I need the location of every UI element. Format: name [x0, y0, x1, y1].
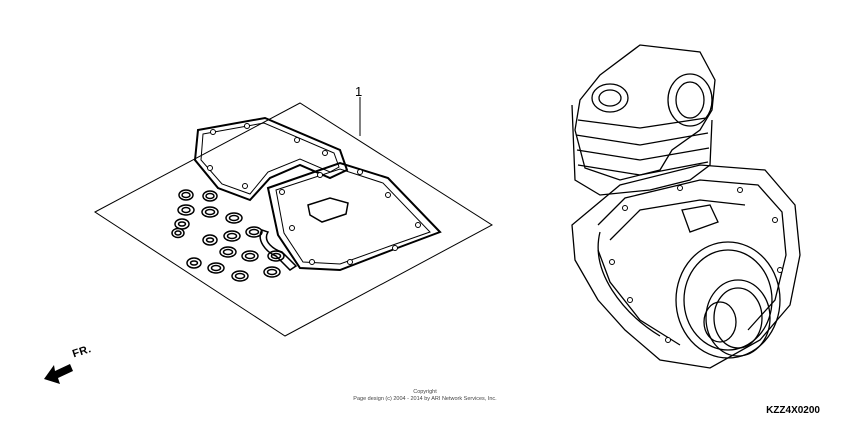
copyright-line-2: Page design (c) 2004 - 2014 by ARI Netwo…	[353, 396, 497, 402]
copyright-line-1: Copyright	[413, 389, 437, 395]
o-rings	[171, 189, 285, 282]
direction-arrow-icon	[44, 364, 73, 384]
cover-gasket	[193, 116, 349, 202]
engine-illustration	[571, 44, 801, 369]
callout-number: 1	[355, 84, 363, 99]
head-cover-gasket-bolt-holes	[279, 169, 421, 265]
cover-gasket-bolt-holes	[207, 123, 328, 189]
gasket-kit-sheet	[94, 102, 493, 337]
diagram-code: KZZ4X0200	[766, 405, 820, 416]
head-cover-gasket	[266, 161, 442, 272]
curved-gasket	[259, 229, 298, 271]
engine-bolt-holes	[609, 185, 783, 343]
small-plate-gasket	[307, 197, 349, 223]
